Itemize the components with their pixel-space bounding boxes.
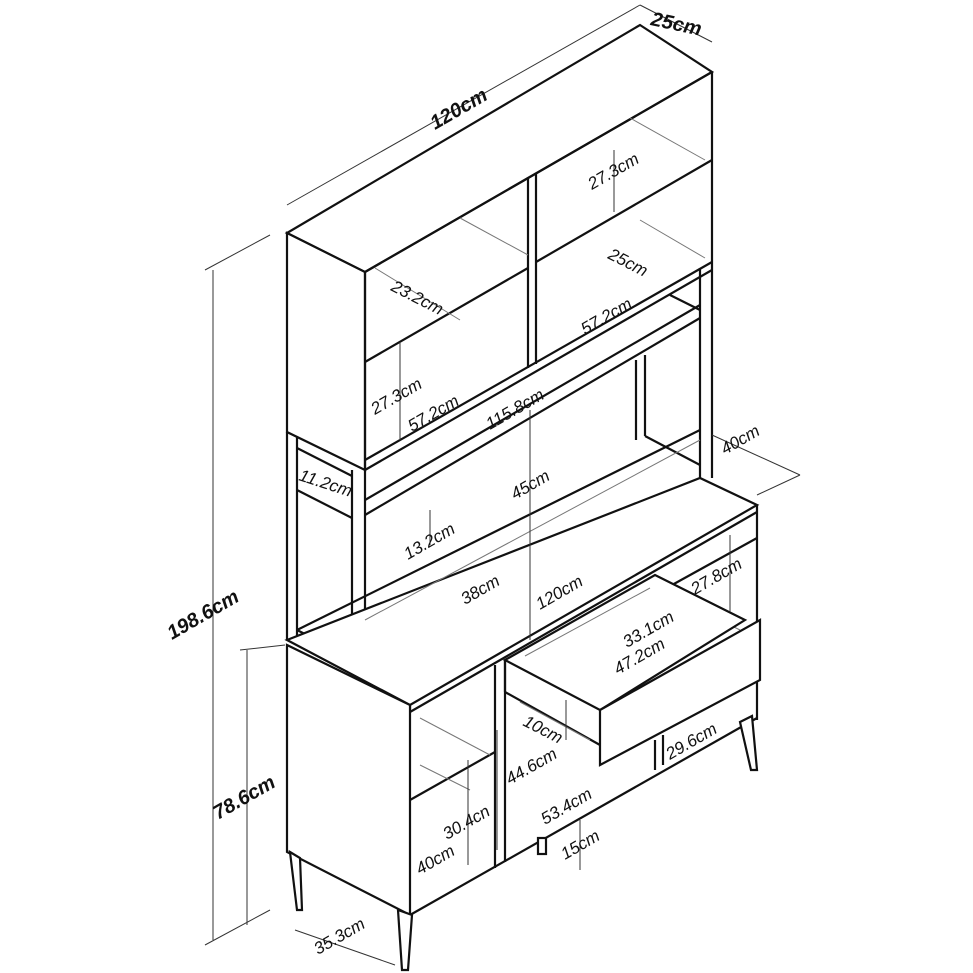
base-cabinet <box>285 505 759 917</box>
label-left-width: 35.3cm <box>311 914 369 958</box>
label-left-depth: 40cm <box>413 841 459 878</box>
label-middle-open-width: 53.4cm <box>538 784 596 828</box>
label-total-height: 198.6cm <box>164 586 243 645</box>
label-shelf-depth-upper-left: 23.2cm <box>387 276 446 319</box>
drawer <box>502 573 762 767</box>
label-drawer-height: 10cm <box>520 712 566 748</box>
label-shelf-height-upper-right: 27.3cm <box>584 149 643 194</box>
legs <box>288 714 759 972</box>
upper-hutch <box>284 23 715 516</box>
label-shelf-width-upper-left: 57.2cm <box>405 391 463 435</box>
dimension-lines <box>204 4 801 966</box>
label-left-shelf-height: 30.4cn <box>440 801 494 843</box>
label-middle-open-height: 44.6cm <box>503 744 561 788</box>
label-shelf-gap: 13.2cm <box>401 519 459 563</box>
label-shelf-depth-upper-right: 25cm <box>604 244 651 280</box>
label-desk-depth: 40cm <box>718 421 764 458</box>
label-base-height: 78.6cm <box>210 771 280 824</box>
